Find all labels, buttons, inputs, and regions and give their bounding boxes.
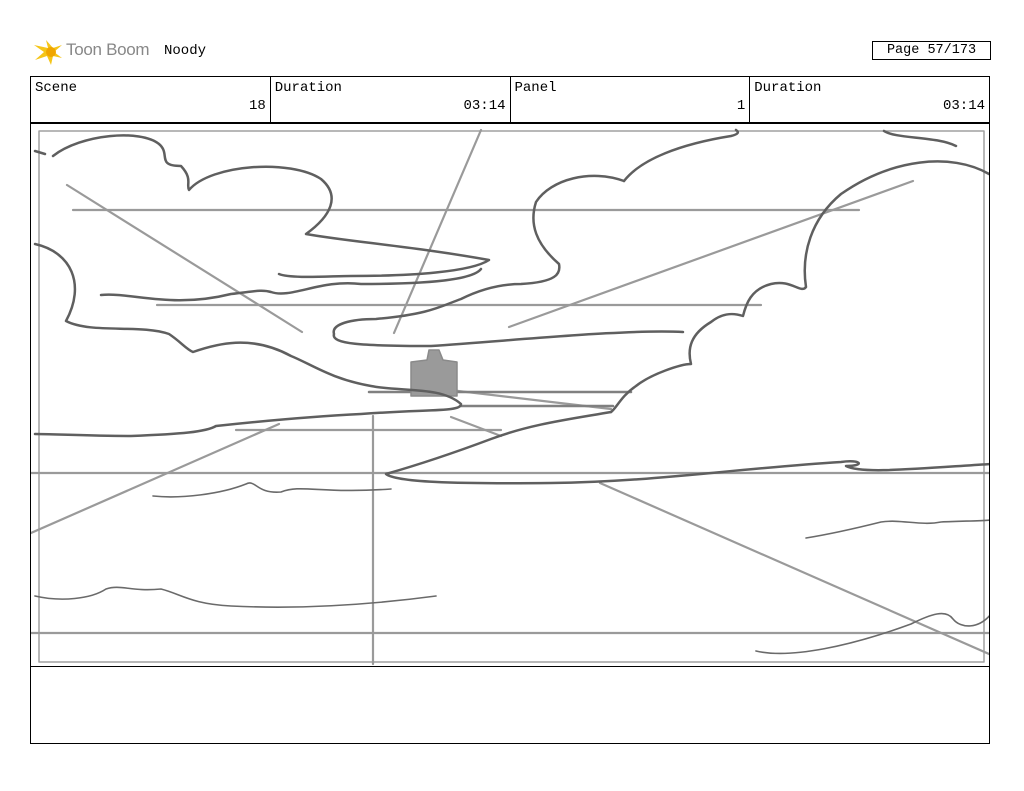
- page-indicator: Page 57/173: [872, 41, 991, 60]
- logo-text: Toon Boom: [66, 40, 150, 59]
- sketch-drawing: [31, 128, 989, 666]
- scene-duration-label: Duration: [274, 80, 342, 96]
- storyboard-panel: [30, 123, 990, 667]
- scene-label: Scene: [35, 80, 78, 96]
- scene-value: 18: [248, 98, 266, 114]
- panel-duration-value: 03:14: [942, 98, 985, 114]
- distant-building: [410, 349, 458, 397]
- scene-duration-value: 03:14: [463, 98, 506, 114]
- panel-cell: Panel 1: [511, 77, 751, 122]
- scene-cell: Scene 18: [31, 77, 271, 122]
- horizon-bars: [367, 390, 633, 408]
- project-title: Noody: [164, 43, 207, 59]
- construction-lines: [31, 128, 989, 666]
- cloud-outlines: [33, 128, 989, 485]
- scene-duration-cell: Duration 03:14: [271, 77, 511, 122]
- ground-strokes: [34, 482, 989, 655]
- panel-value: 1: [736, 98, 746, 114]
- safe-area-frame: [38, 130, 985, 663]
- toon-boom-logo: Toon Boom: [32, 36, 157, 68]
- panel-info-row: Scene 18 Duration 03:14 Panel 1 Duration…: [30, 76, 990, 123]
- panel-label: Panel: [514, 80, 557, 96]
- panel-duration-label: Duration: [754, 80, 822, 96]
- panel-duration-cell: Duration 03:14: [750, 77, 989, 122]
- panel-notes-area: [30, 666, 990, 744]
- toon-boom-star-icon: [34, 40, 62, 65]
